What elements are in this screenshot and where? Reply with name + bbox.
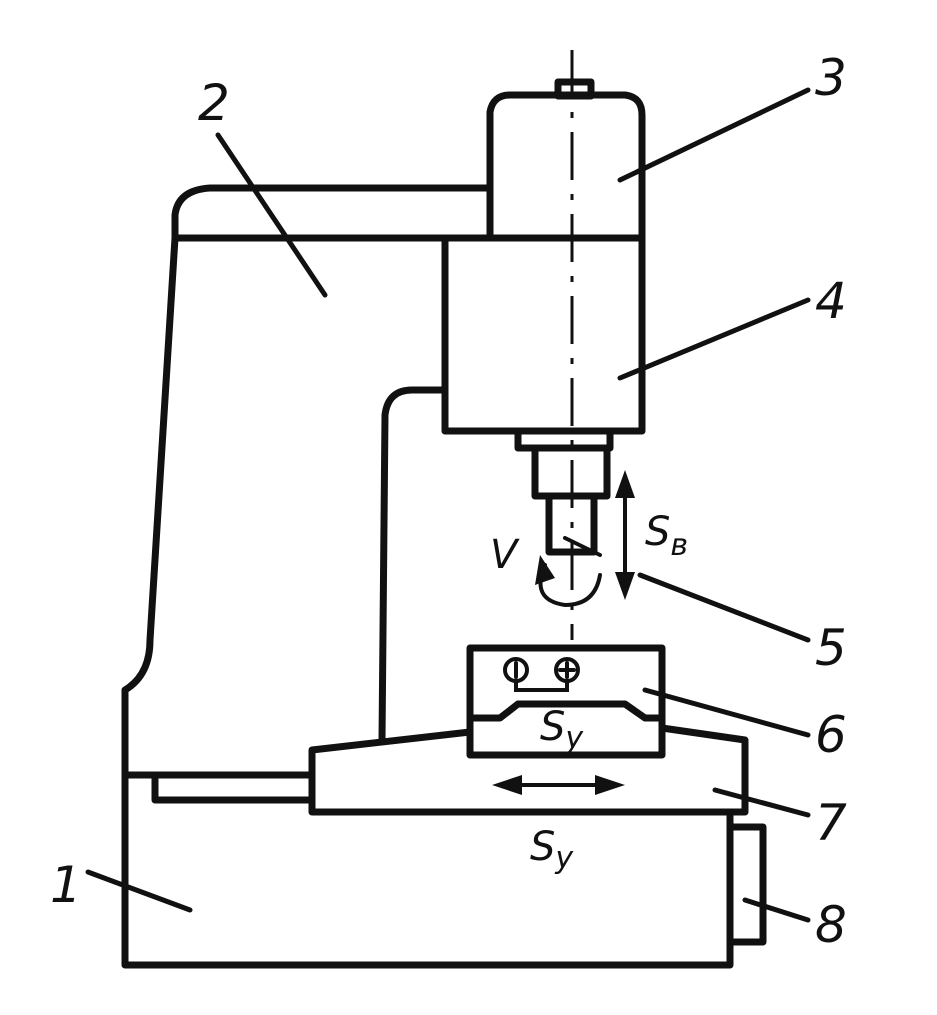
spindle-head	[441, 234, 646, 435]
vertical-feed-arrow	[615, 470, 635, 600]
rotation-arrow	[535, 536, 602, 608]
table-feed-symbol: Sy	[530, 824, 574, 876]
work-table	[308, 724, 749, 816]
vertical-feed-symbol: Sв	[645, 509, 688, 563]
label-4: 4	[815, 272, 847, 330]
spindle-and-cutter	[514, 427, 614, 556]
label-5: 5	[815, 619, 847, 677]
machine-vise	[466, 644, 666, 759]
label-2: 2	[198, 74, 230, 132]
table-feed-arrow	[492, 775, 625, 795]
label-8: 8	[815, 896, 847, 954]
spindle-motor	[486, 91, 646, 242]
motor-shaft-cap	[554, 78, 595, 100]
label-1: 1	[50, 856, 82, 914]
cutting-speed-symbol: V	[490, 532, 520, 578]
side-cabinet	[726, 823, 767, 946]
vise-feed-symbol: Sy	[540, 704, 584, 756]
label-3: 3	[815, 49, 847, 107]
label-6: 6	[815, 706, 847, 764]
label-7: 7	[815, 794, 847, 852]
leader-lines	[85, 87, 811, 923]
column	[121, 184, 494, 804]
